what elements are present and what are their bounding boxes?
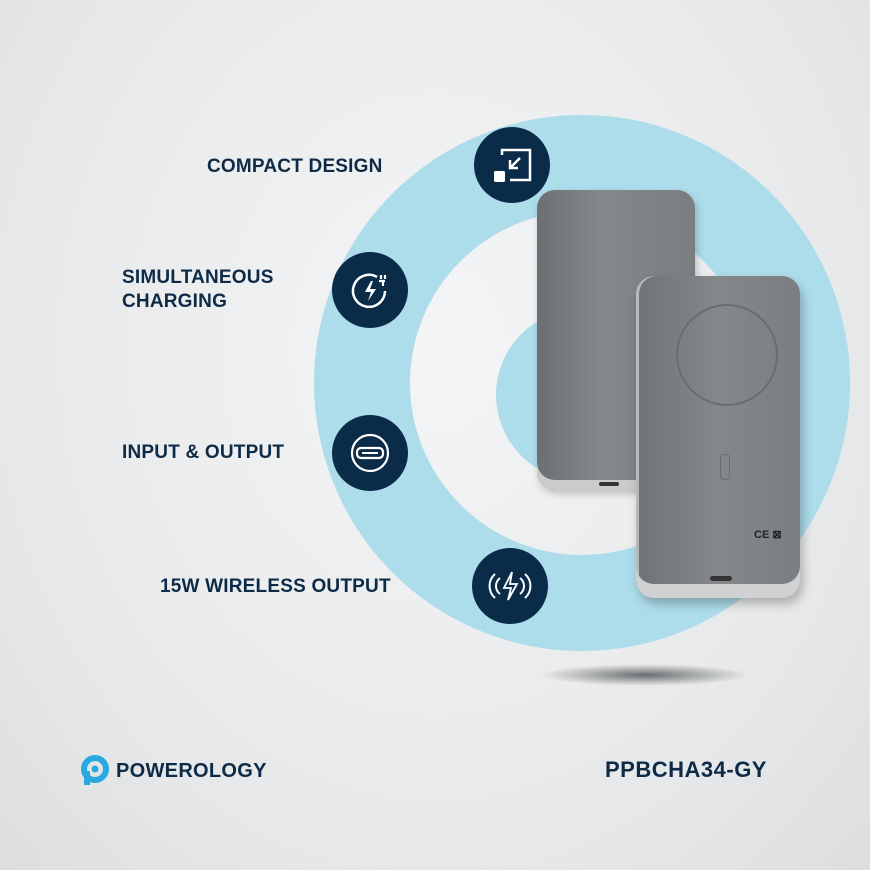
plug-charge-icon	[332, 252, 408, 328]
usb-port-icon	[332, 415, 408, 491]
brand-name: POWEROLOGY	[116, 759, 267, 782]
label-line: CHARGING	[122, 291, 228, 312]
usb-c-port	[710, 576, 732, 581]
powerology-logo-icon	[81, 755, 109, 785]
wireless-charge-icon	[472, 548, 548, 624]
feature-compact-design-label: COMPACT DESIGN	[207, 156, 383, 177]
magnetic-ring	[676, 304, 778, 406]
ce-mark: CE ⊠	[754, 529, 782, 541]
power-bank-front: CE ⊠	[636, 276, 800, 598]
model-number: PPBCHA34-GY	[605, 757, 767, 782]
compact-icon	[474, 127, 550, 203]
feature-wireless-output-label: 15W WIRELESS OUTPUT	[160, 576, 391, 597]
label-line: SIMULTANEOUS	[122, 267, 274, 288]
product-shadow	[540, 664, 750, 686]
feature-input-output-label: INPUT & OUTPUT	[122, 442, 285, 463]
usb-c-port	[599, 482, 619, 486]
brand-logo: POWEROLOGY	[80, 755, 267, 787]
led-indicator	[720, 454, 730, 480]
feature-simultaneous-charging-label: SIMULTANEOUS CHARGING	[122, 266, 274, 314]
